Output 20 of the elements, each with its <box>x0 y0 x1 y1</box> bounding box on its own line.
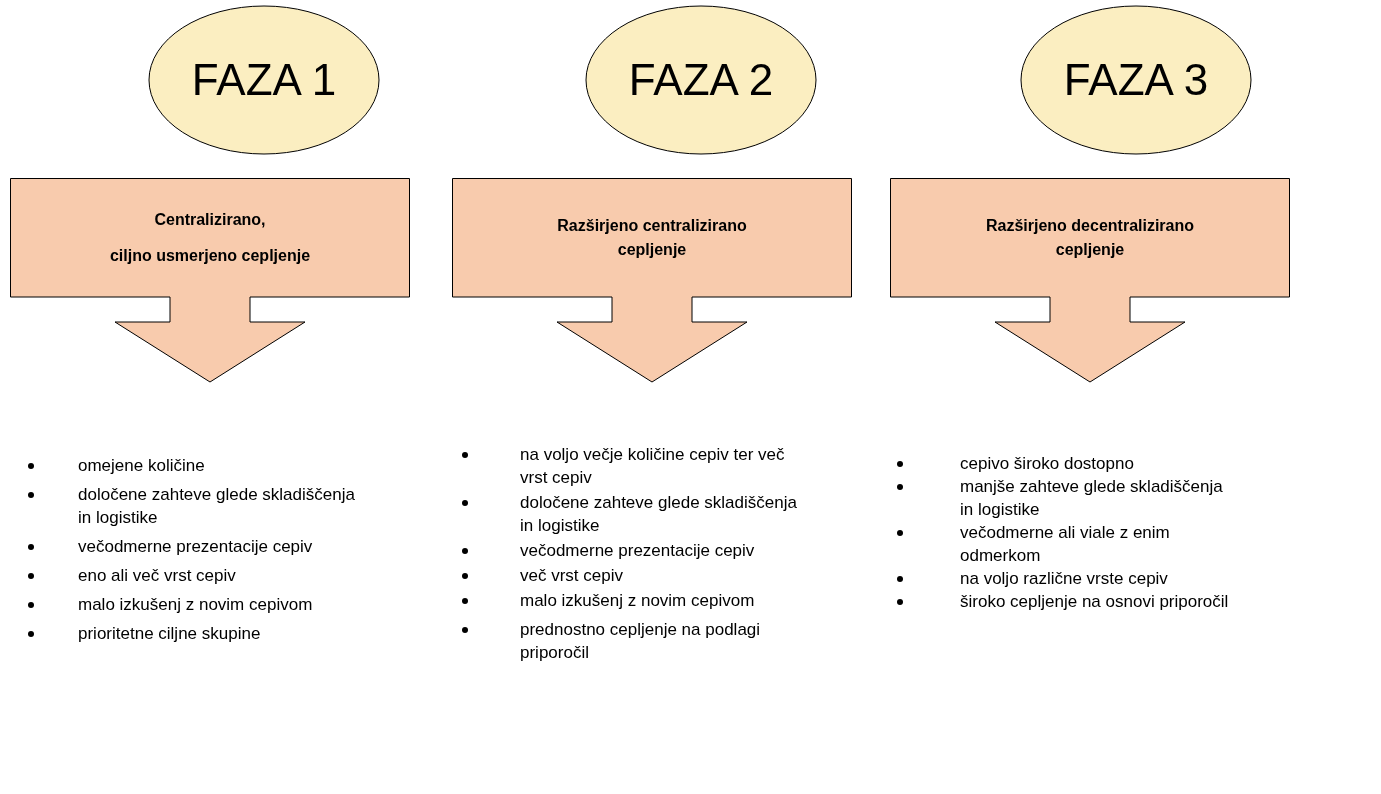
bullet-text: malo izkušenj z novim cepivom <box>520 590 755 612</box>
bullet-text: eno ali več vrst cepiv <box>78 565 236 587</box>
phase-title: FAZA 3 <box>1063 58 1209 102</box>
phase-title: FAZA 1 <box>191 58 337 102</box>
phase-title: FAZA 2 <box>628 58 774 102</box>
bullet-text: določene zahteve glede skladiščenja in logistike <box>78 484 356 529</box>
bullet-text: prednostno cepljenje na podlagi priporočil <box>520 619 762 664</box>
bullet-text: več vrst cepiv <box>520 565 623 587</box>
stage-heading: Centralizirano, <box>154 209 266 230</box>
stage-heading: Razširjeno decentralizirano cepljenje <box>984 215 1196 260</box>
bullet-text: na voljo različne vrste cepiv <box>960 568 1168 590</box>
bullet-text: malo izkušenj z novim cepivom <box>78 594 313 616</box>
bullet-text: prioritetne ciljne skupine <box>78 623 261 645</box>
bullet-text: večodmerne prezentacije cepiv <box>78 536 313 558</box>
bullet-text: večodmerne prezentacije cepiv <box>520 540 755 562</box>
stage-heading: ciljno usmerjeno cepljenje <box>109 245 311 266</box>
bullet-text: široko cepljenje na osnovi priporočil <box>960 591 1229 613</box>
bullet-text: omejene količine <box>78 455 205 477</box>
bullet-text: cepivo široko dostopno <box>960 453 1134 475</box>
stage-heading: Razširjeno centralizirano cepljenje <box>556 215 748 260</box>
